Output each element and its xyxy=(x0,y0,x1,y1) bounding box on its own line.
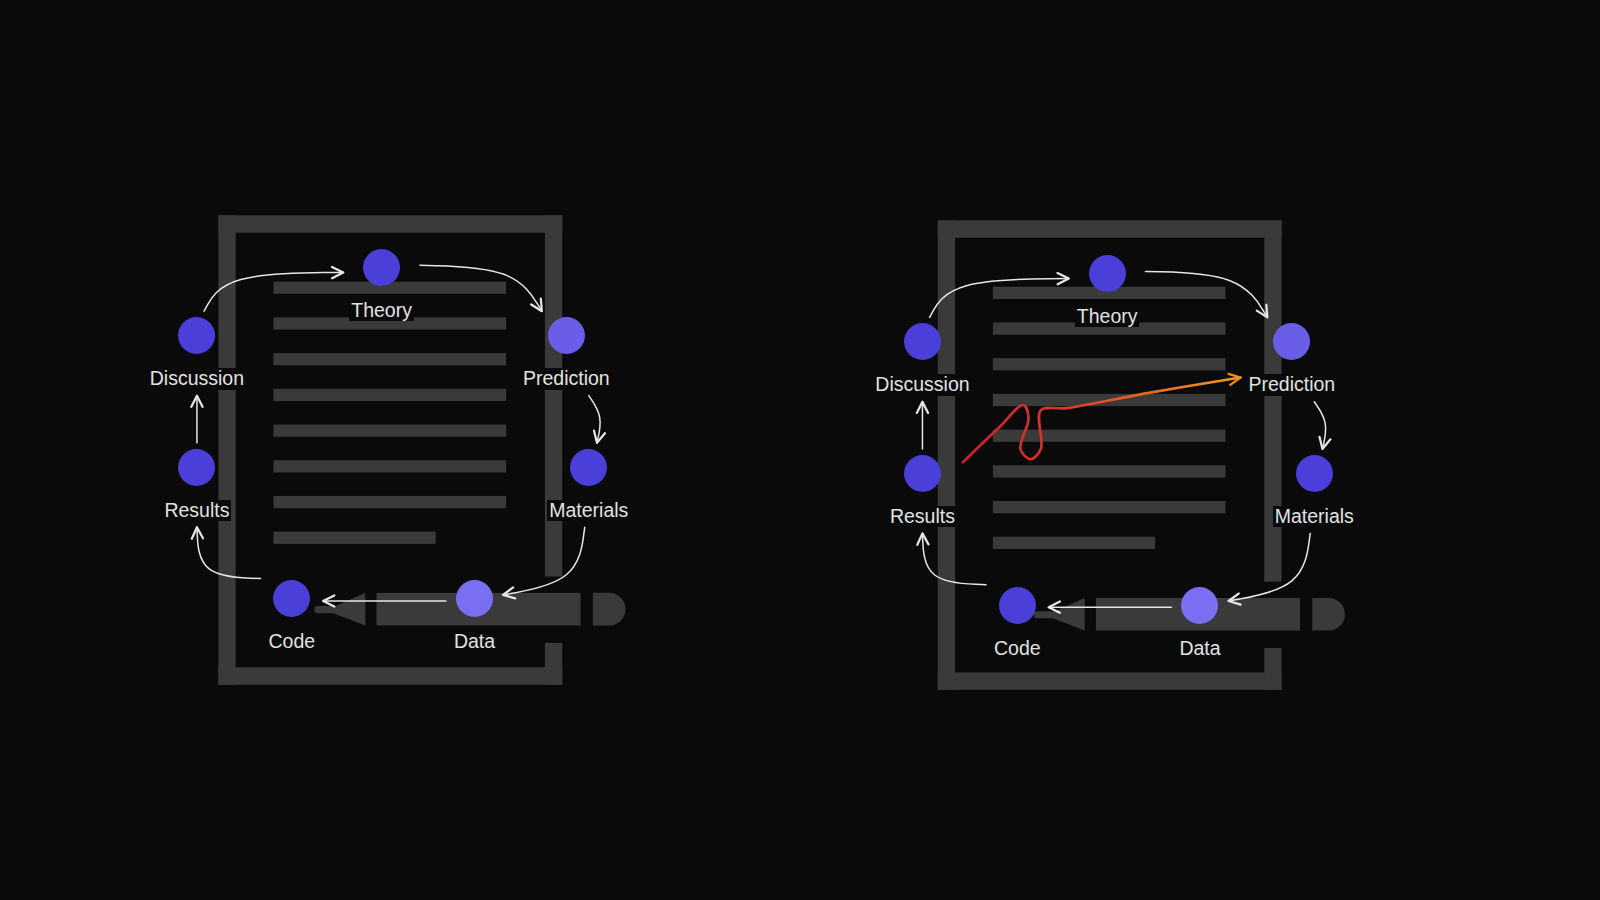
node-circle xyxy=(570,449,607,486)
cycle-arrow xyxy=(197,527,261,578)
cycle-node: Materials xyxy=(1273,455,1356,527)
node-label: Theory xyxy=(1075,306,1140,327)
node-label: Results xyxy=(888,506,957,527)
node-circle xyxy=(1296,455,1333,492)
text-line xyxy=(273,424,506,436)
cycle-node: Code xyxy=(267,580,318,652)
cycle-node: Data xyxy=(452,580,497,652)
node-label: Code xyxy=(267,631,318,652)
cycle-node: Materials xyxy=(547,449,630,521)
node-circle xyxy=(273,580,310,617)
node-circle xyxy=(904,323,941,360)
cycle-arrow xyxy=(589,396,600,443)
cycle-node: Theory xyxy=(349,249,414,321)
cycle-node: Discussion xyxy=(148,317,246,389)
cycle-node: Results xyxy=(888,455,957,527)
node-label: Data xyxy=(1177,638,1222,659)
cycle-arrow xyxy=(503,527,585,595)
cycle-node: Data xyxy=(1177,587,1222,659)
cycle-arrow xyxy=(922,533,986,584)
cycle-node: Results xyxy=(162,449,231,521)
document-frame xyxy=(1264,648,1281,690)
node-label: Discussion xyxy=(873,374,971,395)
node-circle xyxy=(178,317,215,354)
node-label: Code xyxy=(992,638,1043,659)
cycle-arrow xyxy=(1314,402,1325,449)
text-line xyxy=(273,496,506,508)
cycle-node: Prediction xyxy=(1246,323,1337,395)
cycle-arrow xyxy=(930,279,1069,318)
node-circle xyxy=(456,580,493,617)
cycle-node: Discussion xyxy=(873,323,971,395)
cycle-arrow xyxy=(1145,271,1267,317)
node-label: Prediction xyxy=(521,368,612,389)
pen-cone xyxy=(1050,598,1085,631)
text-line xyxy=(993,537,1155,549)
node-label: Results xyxy=(162,500,231,521)
text-line xyxy=(273,389,506,401)
document-icon xyxy=(218,215,625,684)
node-label: Prediction xyxy=(1246,374,1337,395)
node-circle xyxy=(999,587,1036,624)
node-label: Discussion xyxy=(148,368,246,389)
node-circle xyxy=(1089,255,1126,292)
node-label: Theory xyxy=(349,300,414,321)
document-frame xyxy=(938,220,1282,237)
cycle-arrow xyxy=(1229,533,1311,601)
node-circle xyxy=(548,317,585,354)
cycle-node: Theory xyxy=(1075,255,1140,327)
node-circle xyxy=(178,449,215,486)
cycle-arrow xyxy=(1049,606,1172,608)
document-frame xyxy=(545,643,562,685)
document-frame xyxy=(218,667,562,684)
cycle-arrow xyxy=(323,600,446,602)
document-frame xyxy=(545,215,562,576)
pen-cone xyxy=(331,593,366,626)
cycle-node: Prediction xyxy=(521,317,612,389)
text-line xyxy=(993,358,1226,370)
pen-cap xyxy=(1312,598,1345,631)
document-frame xyxy=(938,672,1282,689)
document-icon xyxy=(938,220,1345,689)
node-circle xyxy=(1273,323,1310,360)
node-label: Materials xyxy=(547,500,630,521)
text-line xyxy=(993,465,1226,477)
node-circle xyxy=(1181,587,1218,624)
cycle-arrow xyxy=(204,272,343,311)
node-circle xyxy=(363,249,400,286)
text-line xyxy=(273,532,435,544)
cycle-arrow xyxy=(420,265,542,311)
text-line xyxy=(273,353,506,365)
cycle-node: Code xyxy=(992,587,1043,659)
text-line xyxy=(993,430,1226,442)
node-label: Data xyxy=(452,631,497,652)
text-line xyxy=(273,460,506,472)
node-label: Materials xyxy=(1273,506,1356,527)
pen-cap xyxy=(593,593,626,626)
detour-arrow xyxy=(963,378,1241,463)
node-circle xyxy=(904,455,941,492)
document-frame xyxy=(218,215,562,232)
document-frame xyxy=(1264,220,1281,581)
text-line xyxy=(993,501,1226,513)
cycle-arrow xyxy=(196,396,198,443)
cycle-arrow xyxy=(922,402,924,449)
